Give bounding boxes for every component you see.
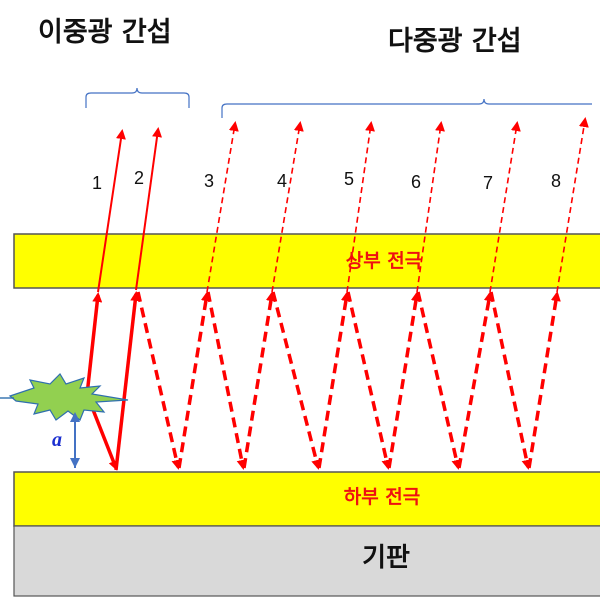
distance-label: a <box>52 429 62 451</box>
ray-7 <box>489 121 521 293</box>
ray-number-2: 2 <box>134 168 144 188</box>
ray-number-6: 6 <box>411 172 421 192</box>
ray-1-inside <box>85 292 103 396</box>
ray-3 <box>206 121 239 293</box>
two-beam-title: 이중광 간섭 <box>38 17 172 48</box>
ray-number-5: 5 <box>344 169 354 189</box>
ray-2-up <box>114 291 141 471</box>
ray-number-1: 1 <box>92 173 102 193</box>
multi-beam-zigzag <box>136 291 561 470</box>
substrate <box>13 525 600 597</box>
substrate-label: 기판 <box>362 543 410 573</box>
ray-number-8: 8 <box>551 171 561 191</box>
ray-number-7: 7 <box>483 173 493 193</box>
starburst-icon <box>0 373 129 421</box>
bottom-electrode <box>13 471 600 527</box>
ray-number-4: 4 <box>277 171 287 191</box>
ray-1-outside <box>97 129 126 293</box>
ray-8 <box>556 117 589 293</box>
two-beam-bracket <box>85 87 190 108</box>
ray-4 <box>271 121 304 293</box>
ray-6 <box>416 121 445 293</box>
transmitted-rays <box>206 117 589 293</box>
top-electrode-label: 상부 전극 <box>346 250 423 272</box>
ray-2-outside <box>135 127 162 291</box>
ray-number-3: 3 <box>204 171 214 191</box>
top-electrode <box>13 233 600 289</box>
multi-beam-bracket <box>221 98 592 118</box>
bottom-electrode-label: 하부 전극 <box>344 486 421 508</box>
multi-beam-title: 다중광 간섭 <box>388 26 522 57</box>
ray-5 <box>346 121 375 293</box>
